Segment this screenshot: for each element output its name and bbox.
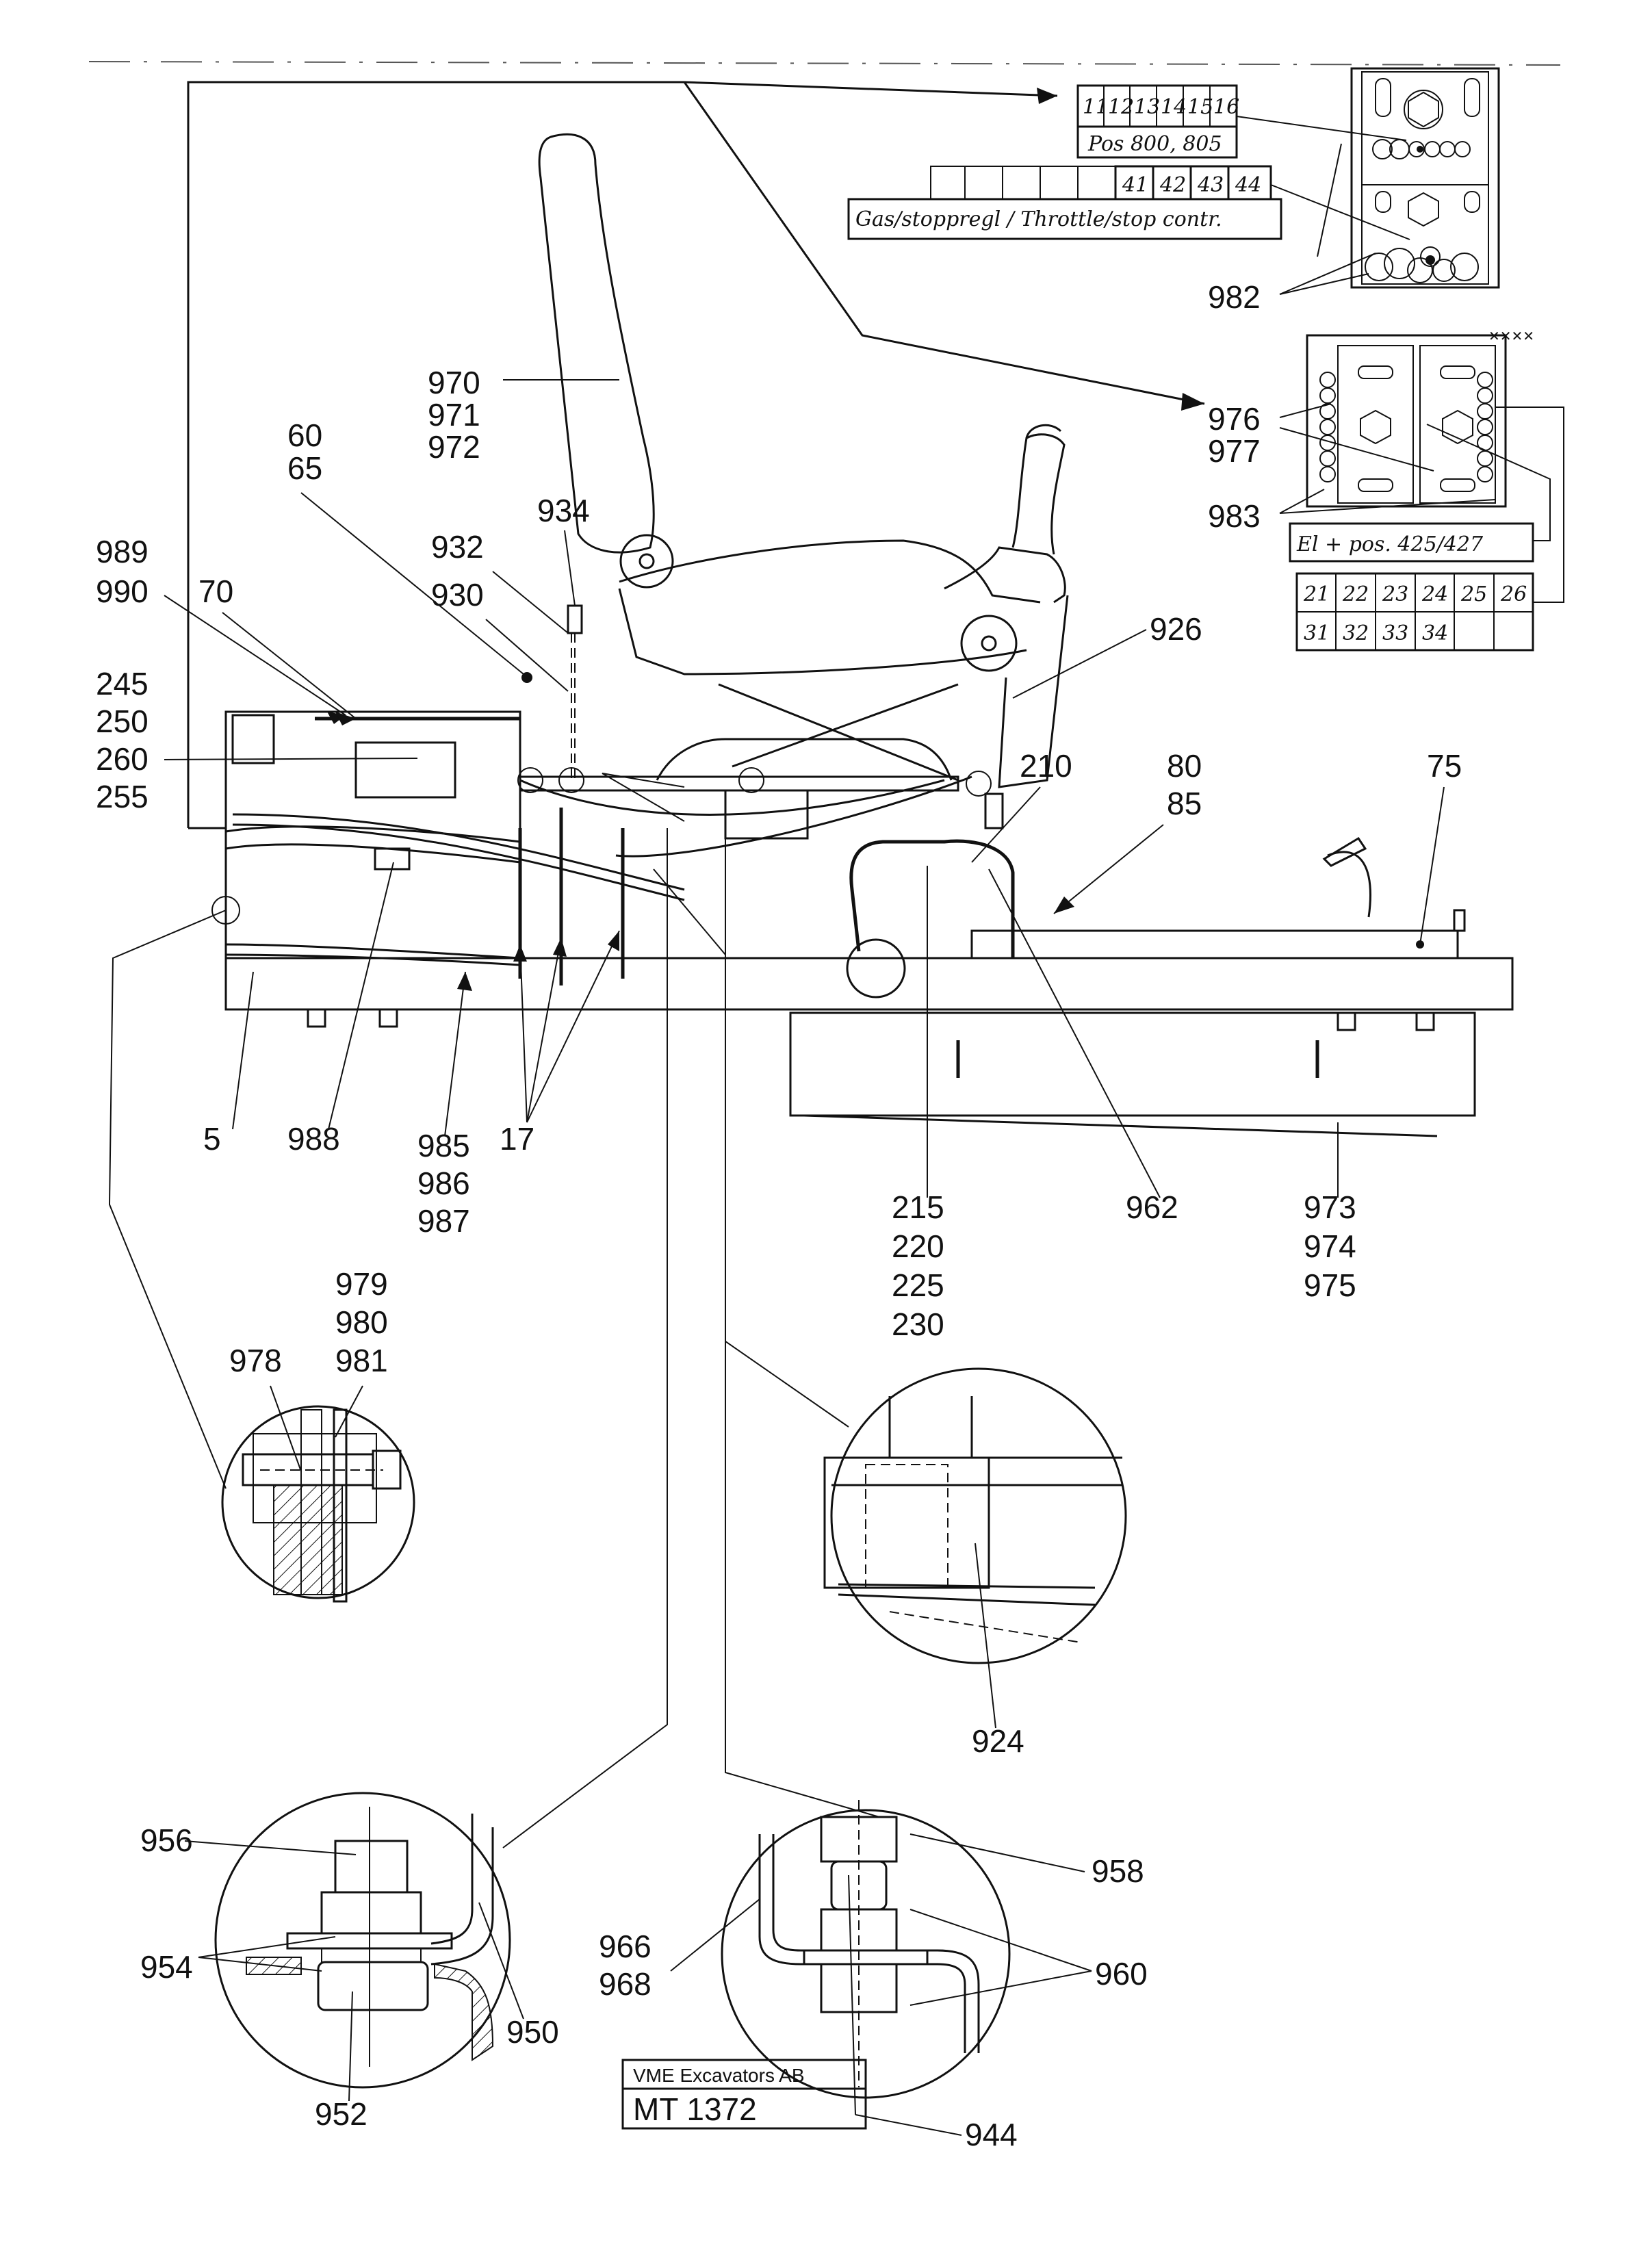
label-966: 966 — [599, 1929, 651, 1964]
company-name: VME Excavators AB — [633, 2065, 805, 2086]
cell-16: 16 — [1213, 95, 1239, 119]
label-952: 952 — [315, 2096, 367, 2132]
label-975: 975 — [1304, 1267, 1356, 1303]
cell-34: 34 — [1422, 621, 1448, 645]
label-986: 986 — [417, 1165, 470, 1201]
numbers-table-el: El + pos. 425/427 21 22 23 24 25 26 31 3… — [1289, 522, 1534, 652]
detail-circle-950 — [214, 1792, 511, 2089]
label-17: 17 — [500, 1121, 534, 1157]
label-980: 980 — [335, 1304, 388, 1340]
cell-32: 32 — [1343, 621, 1369, 645]
label-954: 954 — [140, 1949, 193, 1985]
label-973: 973 — [1304, 1189, 1356, 1225]
connector-panel-el: ✕✕✕✕ — [1306, 329, 1534, 508]
label-960: 960 — [1095, 1956, 1148, 1992]
label-977: 977 — [1208, 433, 1261, 469]
detail-circle-978 — [221, 1405, 415, 1603]
label-926: 926 — [1150, 611, 1202, 647]
cell-11: 11 — [1083, 95, 1109, 119]
label-70: 70 — [198, 574, 233, 609]
label-978: 978 — [229, 1343, 282, 1378]
label-215: 215 — [892, 1189, 944, 1225]
cable-harness — [232, 775, 972, 901]
label-983: 983 — [1208, 498, 1261, 534]
label-260: 260 — [96, 741, 149, 777]
label-75: 75 — [1427, 748, 1462, 784]
label-80: 80 — [1167, 748, 1202, 784]
label-974: 974 — [1304, 1228, 1356, 1264]
pos-800-805-text: Pos 800, 805 — [1087, 132, 1222, 156]
label-968: 968 — [599, 1966, 651, 2002]
label-230: 230 — [892, 1306, 944, 1342]
label-990: 990 — [96, 574, 149, 609]
label-976: 976 — [1208, 401, 1261, 437]
cell-13: 13 — [1134, 95, 1160, 119]
connector-circles-left — [1319, 372, 1336, 482]
label-972: 972 — [428, 429, 480, 465]
label-225: 225 — [892, 1267, 944, 1303]
label-932: 932 — [431, 529, 484, 565]
detail-leaders — [108, 773, 880, 1848]
label-85: 85 — [1167, 786, 1202, 821]
cell-22: 22 — [1342, 582, 1369, 606]
drawing-number: MT 1372 — [633, 2091, 757, 2127]
cell-43: 43 — [1197, 173, 1224, 197]
numbers-table-throttle: 41 42 43 44 Gas/stoppregl / Throttle/sto… — [847, 165, 1282, 240]
numbers-table-top: 11 12 13 14 15 16 Pos 800, 805 — [1076, 84, 1239, 159]
label-245: 245 — [96, 666, 149, 701]
detail-circle-944 — [721, 1800, 1011, 2099]
title-block: VME Excavators AB MT 1372 — [621, 2059, 867, 2130]
label-989: 989 — [96, 534, 149, 569]
cell-31: 31 — [1304, 621, 1330, 645]
label-950: 950 — [506, 2014, 559, 2050]
label-987: 987 — [417, 1203, 470, 1239]
cell-42: 42 — [1159, 173, 1186, 197]
leader-frame — [187, 81, 1205, 829]
label-210: 210 — [1020, 748, 1072, 784]
detail-circle-924 — [823, 1367, 1127, 1664]
label-970: 970 — [428, 365, 480, 400]
throttle-caption: Gas/stoppregl / Throttle/stop contr. — [855, 207, 1222, 231]
scribble-marks: ✕✕✕✕ — [1488, 329, 1534, 344]
cell-25: 25 — [1460, 582, 1487, 606]
cell-24: 24 — [1421, 582, 1448, 606]
cell-21: 21 — [1303, 582, 1330, 606]
label-255: 255 — [96, 779, 149, 814]
cell-26: 26 — [1500, 582, 1527, 606]
label-981: 981 — [335, 1343, 388, 1378]
label-934: 934 — [537, 493, 590, 528]
label-962: 962 — [1126, 1189, 1178, 1225]
label-985: 985 — [417, 1128, 470, 1163]
cell-15: 15 — [1187, 95, 1213, 119]
left-mount — [224, 710, 521, 966]
cell-12: 12 — [1108, 95, 1134, 119]
label-971: 971 — [428, 397, 480, 433]
cell-23: 23 — [1382, 582, 1408, 606]
label-979: 979 — [335, 1266, 388, 1302]
label-5: 5 — [203, 1121, 221, 1157]
label-982: 982 — [1208, 279, 1261, 315]
top-border — [88, 61, 1561, 66]
cell-33: 33 — [1382, 621, 1408, 645]
label-956: 956 — [140, 1822, 193, 1858]
cell-44: 44 — [1235, 173, 1261, 197]
label-958: 958 — [1092, 1853, 1144, 1889]
label-924: 924 — [972, 1723, 1024, 1759]
cell-41: 41 — [1122, 173, 1148, 197]
el-caption: El + pos. 425/427 — [1296, 532, 1484, 556]
label-250: 250 — [96, 704, 149, 739]
label-944: 944 — [965, 2117, 1018, 2152]
operator-seat — [538, 133, 1069, 788]
connector-panel-top — [1350, 67, 1500, 289]
label-220: 220 — [892, 1228, 944, 1264]
cell-14: 14 — [1161, 95, 1187, 119]
label-930: 930 — [431, 577, 484, 613]
connector-circles-throttle — [1365, 246, 1479, 283]
label-60: 60 — [287, 417, 322, 453]
label-65: 65 — [287, 450, 322, 486]
label-988: 988 — [287, 1121, 340, 1157]
